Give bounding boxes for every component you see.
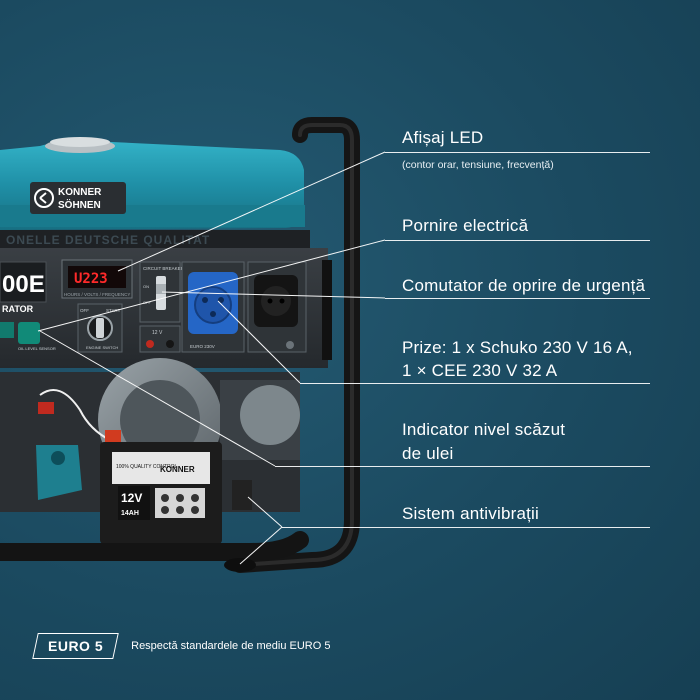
callout-electric-start-line — [385, 240, 650, 241]
engine-switch-off: OFF — [80, 308, 89, 313]
callout-electric-start: Pornire electrică — [402, 216, 529, 235]
callout-oil-line2: de ulei — [402, 444, 454, 463]
callout-emergency-stop-line — [385, 298, 650, 299]
led-screen — [68, 266, 126, 288]
battery-tag: 100% QUALITY CONTROL — [116, 464, 178, 470]
engine-switch-start: START — [106, 308, 121, 313]
brand-line2: SÖHNEN — [58, 198, 101, 211]
panel-banner — [0, 230, 310, 248]
anti-vibration-foot — [224, 558, 256, 572]
callout-sockets-line2: 1 × CEE 230 V 32 A — [402, 361, 558, 380]
led-digits: U223 — [74, 271, 108, 287]
callout-oil-line1: Indicator nivel scăzut — [402, 420, 566, 439]
breaker-on: ON — [143, 284, 149, 289]
model-subtext: RATOR — [2, 304, 34, 314]
callout-led-subtitle: (contor orar, tensiune, frecvență) — [402, 159, 554, 171]
oil-sensor-indicator — [18, 322, 40, 344]
callout-antivibration: Sistem antivibrații — [402, 504, 540, 523]
led-caption: HOURS / VOLTS / FREQUENCY — [64, 292, 130, 297]
callout-oil-line — [275, 466, 650, 467]
brand-line1: KONNER — [58, 187, 102, 198]
euro5-badge-text: EURO 5 — [48, 638, 104, 654]
callout-led-line — [385, 152, 650, 153]
oil-sensor-label: OIL LEVEL SENSOR — [18, 346, 56, 351]
callout-led-title: Afișaj LED — [402, 128, 484, 147]
model-box — [0, 261, 47, 303]
anti-vibration-mount — [232, 480, 252, 510]
oil-warning-tag — [36, 445, 82, 500]
dc-label: 12 V — [152, 330, 163, 336]
euro5-badge: EURO 5 — [32, 633, 119, 659]
socket-label: EURO 230V — [190, 344, 215, 349]
brand-plate — [30, 182, 126, 214]
engine-switch-caption: ENGINE SWITCH — [86, 345, 118, 350]
panel-banner-text: ONELLE DEUTSCHE QUALITAT — [6, 233, 210, 247]
callout-emergency-stop: Comutator de oprire de urgență — [402, 276, 646, 295]
battery-voltage: 12V — [121, 491, 142, 505]
breaker-label: CIRCUIT BREAKER — [143, 266, 185, 271]
dc-output — [139, 325, 181, 353]
footer: EURO 5 Respectă standardele de mediu EUR… — [32, 633, 331, 659]
callout-sockets-line1: Prize: 1 x Schuko 230 V 16 A, — [402, 338, 633, 357]
battery-capacity: 14AH — [121, 510, 139, 517]
model-fragment: 00E — [2, 271, 45, 298]
battery-brand: KONNER — [160, 465, 195, 474]
euro5-note: Respectă standardele de mediu EURO 5 — [131, 640, 331, 652]
callout-sockets-line — [300, 383, 650, 384]
callout-antivibration-line — [282, 527, 650, 528]
